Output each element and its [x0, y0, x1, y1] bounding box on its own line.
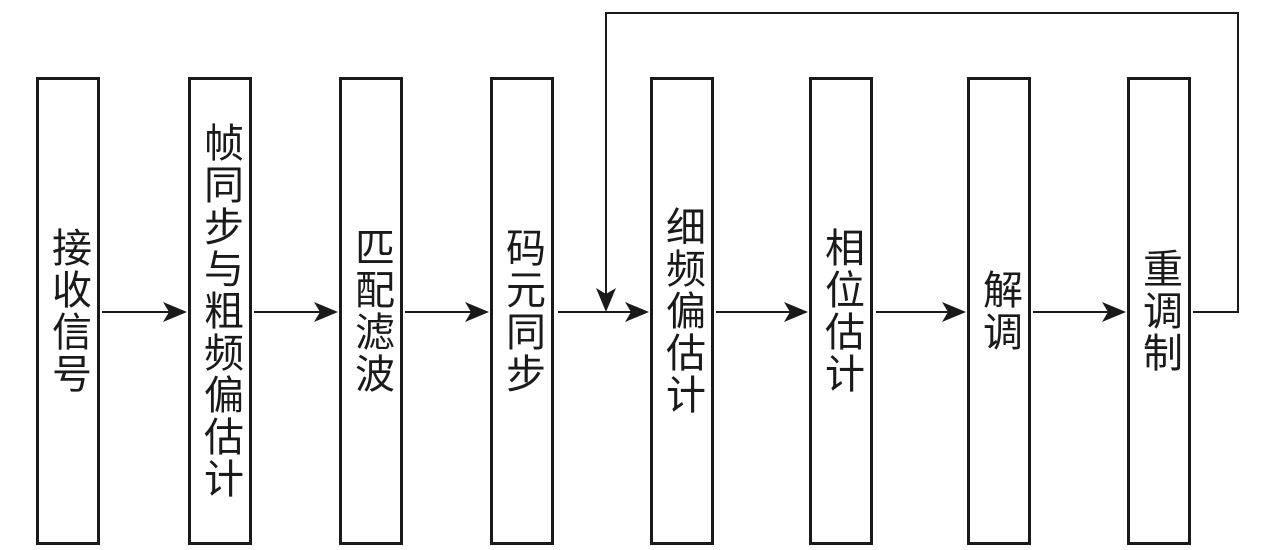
arrowhead-matched-filter-icon	[314, 302, 338, 322]
block-matched-filter: 匹配滤波	[339, 77, 403, 545]
block-demod: 解调	[967, 77, 1031, 545]
feedback-remod-to-fine-freq	[605, 12, 1239, 313]
arrowhead-fine-freq-icon	[625, 302, 649, 322]
block-phase-est-label: 相位估计	[818, 227, 864, 395]
arrowhead-symbol-sync-icon	[465, 302, 489, 322]
block-receive-label: 接收信号	[45, 227, 91, 395]
arrowhead-remod-icon	[1102, 302, 1126, 322]
block-fine-freq: 细频偏估计	[650, 77, 714, 545]
block-remod: 重调制	[1127, 77, 1191, 545]
arrowhead-phase-est-icon	[784, 302, 808, 322]
arrowhead-demod-icon	[942, 302, 966, 322]
block-symbol-sync-label: 码元同步	[499, 227, 545, 395]
arrowhead-feedback-icon	[596, 288, 616, 312]
arrowhead-frame-sync-icon	[163, 302, 187, 322]
block-frame-sync-label: 帧同步与粗频偏估计	[197, 122, 243, 500]
block-remod-label: 重调制	[1136, 248, 1182, 374]
block-fine-freq-label: 细频偏估计	[659, 206, 705, 416]
block-receive: 接收信号	[36, 77, 100, 545]
block-demod-label: 解调	[976, 269, 1022, 353]
block-frame-sync: 帧同步与粗频偏估计	[188, 77, 252, 545]
block-matched-filter-label: 匹配滤波	[348, 227, 394, 395]
block-symbol-sync: 码元同步	[490, 77, 554, 545]
block-phase-est: 相位估计	[809, 77, 873, 545]
